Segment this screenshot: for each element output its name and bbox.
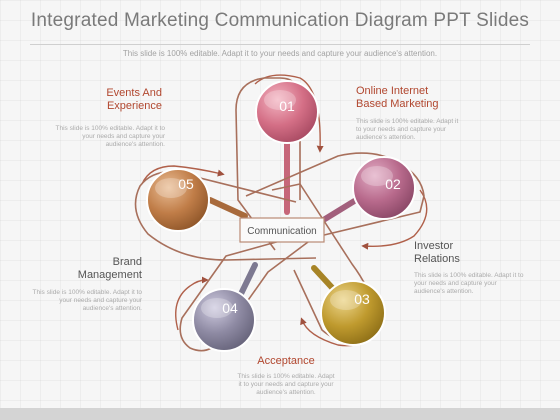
label-events-line2: Experience	[106, 100, 162, 112]
label-brand: Brand Management	[42, 256, 142, 282]
label-brand-line2: Management	[77, 269, 142, 281]
desc-acceptance: This slide is 100% editable. Adapt it to…	[237, 373, 335, 396]
node-04: 04	[192, 288, 256, 352]
label-online-line2: Based Marketing	[356, 98, 439, 110]
center-label: Communication	[247, 226, 316, 237]
slide-title: Integrated Marketing Communication Diagr…	[30, 10, 530, 31]
label-investor-line1: Investor	[414, 240, 454, 252]
desc-brand: This slide is 100% editable. Adapt it to…	[32, 289, 142, 312]
desc-online: This slide is 100% editable. Adapt it to…	[356, 118, 459, 141]
node-05-number: 05	[178, 176, 194, 192]
label-online: Online Internet Based Marketing	[356, 85, 476, 111]
desc-investor: This slide is 100% editable. Adapt it to…	[414, 272, 524, 295]
label-investor-line2: Relations	[414, 253, 460, 265]
slide-subtitle: This slide is 100% editable. Adapt it to…	[122, 49, 438, 58]
label-acceptance: Acceptance	[226, 355, 346, 368]
node-01: 01	[255, 80, 319, 144]
arrow-05	[141, 165, 225, 185]
connector-05	[207, 197, 248, 219]
label-acceptance-line1: Acceptance	[257, 355, 315, 367]
node-02: 02	[352, 156, 416, 220]
connector-02	[322, 197, 359, 222]
center-box	[239, 217, 325, 243]
node-04-number: 04	[222, 300, 238, 316]
node-02-number: 02	[385, 176, 401, 192]
loop-05	[134, 170, 317, 261]
node-01-number: 01	[279, 98, 295, 114]
label-investor: Investor Relations	[414, 240, 504, 266]
arrow-04	[175, 276, 209, 331]
label-brand-line1: Brand	[112, 256, 142, 268]
node-03: 03	[320, 280, 386, 346]
title-divider	[30, 44, 530, 45]
label-events-line1: Events And	[106, 87, 162, 99]
arrow-02	[361, 189, 428, 250]
label-online-line1: Online Internet	[356, 85, 429, 97]
desc-events: This slide is 100% editable. Adapt it to…	[55, 125, 165, 148]
label-events: Events And Experience	[62, 87, 162, 113]
arrow-01	[254, 74, 324, 153]
node-05: 05	[146, 168, 210, 232]
node-03-number: 03	[354, 291, 370, 307]
bottom-band	[0, 408, 560, 420]
